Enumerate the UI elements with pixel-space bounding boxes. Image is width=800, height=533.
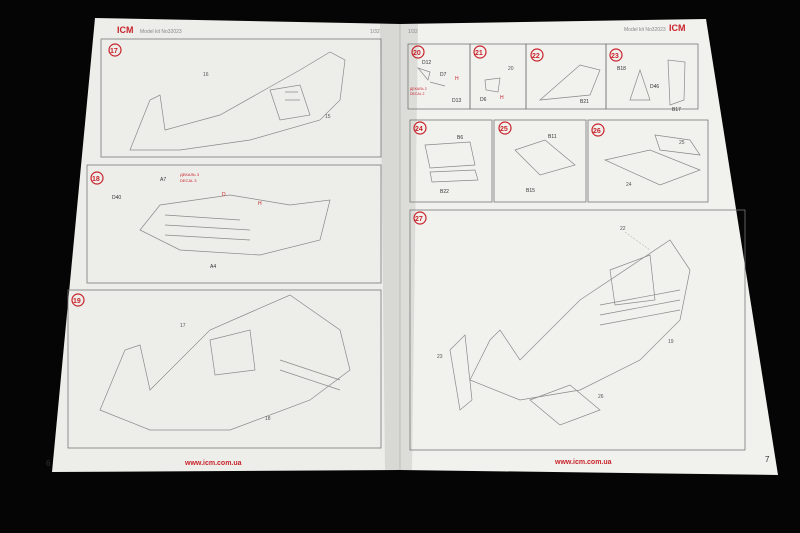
step-18-panel: 18 A7 ДЕКАЛЬ 3 DECAL 3 D40 A4 D H bbox=[86, 164, 382, 284]
callout-26: 26 bbox=[598, 394, 604, 400]
footer-url-left: www.icm.com.ua bbox=[184, 460, 242, 467]
step-number: 21 bbox=[475, 50, 483, 57]
part-label-a7: A7 bbox=[160, 177, 166, 183]
part-label-d13: D13 bbox=[452, 98, 461, 104]
aircraft-assembly-drawing bbox=[449, 239, 691, 426]
callout-24: 24 bbox=[626, 182, 632, 188]
step-number: 20 bbox=[413, 50, 421, 57]
part-label-b18: B18 bbox=[617, 66, 626, 72]
step-23-panel: 23 B18 D46 B17 bbox=[605, 43, 699, 113]
brand-logo: ICM bbox=[117, 25, 134, 35]
step-number: 27 bbox=[415, 216, 423, 223]
step-number: 26 bbox=[593, 128, 601, 135]
part-label-b15: B15 bbox=[526, 188, 535, 194]
step-24-panel: 24 B6 B22 bbox=[409, 119, 493, 203]
scale-label: 1/32 bbox=[370, 29, 380, 35]
step-26-panel: 26 25 24 bbox=[587, 119, 709, 203]
step-number: 24 bbox=[415, 126, 423, 133]
callout-25: 25 bbox=[679, 140, 685, 146]
part-label-d46: D46 bbox=[650, 84, 659, 90]
footer-url-right: www.icm.com.ua bbox=[554, 459, 612, 466]
step-number: 25 bbox=[500, 126, 508, 133]
model-kit-label: Model kit No32023 bbox=[624, 27, 666, 33]
right-page: 1/32 Model kit No32023 ICM 20 D12 D7 D13… bbox=[400, 19, 778, 475]
marker-d: D bbox=[222, 192, 226, 198]
scale-label: 1/32 bbox=[408, 29, 418, 35]
marker-h: H bbox=[258, 201, 262, 207]
step-number: 17 bbox=[110, 48, 118, 55]
callout-23: 23 bbox=[437, 354, 443, 360]
part-label-b17: B17 bbox=[672, 107, 681, 113]
part-label-a4: A4 bbox=[210, 264, 216, 270]
decal-note-ru: ДЕКАЛЬ 3 bbox=[180, 172, 200, 177]
step-number: 18 bbox=[92, 176, 100, 183]
part-label-d12: D12 bbox=[422, 60, 431, 66]
page-number-right: 7 bbox=[765, 455, 770, 464]
part-label-b6: B6 bbox=[457, 135, 463, 141]
part-label-d7: D7 bbox=[440, 72, 447, 78]
step-27-panel: 27 22 23 19 26 bbox=[409, 209, 746, 451]
step-number: 19 bbox=[73, 298, 81, 305]
decal-note-ru: ДЕКАЛЬ 2 bbox=[410, 87, 427, 91]
callout-19: 19 bbox=[668, 339, 674, 345]
step-17-panel: 17 16 15 bbox=[100, 38, 382, 158]
step-25-panel: 25 B11 B15 bbox=[493, 119, 587, 203]
decal-note-en: DECAL 2 bbox=[410, 92, 425, 96]
part-label-d6: D6 bbox=[480, 97, 487, 103]
step-number: 23 bbox=[611, 53, 619, 60]
marker-h: H bbox=[500, 95, 504, 101]
callout-22: 22 bbox=[620, 226, 626, 232]
fuselage-assembly-drawing bbox=[99, 294, 351, 431]
part-label-b21: B21 bbox=[580, 99, 589, 105]
decal-note-en: DECAL 3 bbox=[180, 178, 197, 183]
callout-20: 20 bbox=[508, 66, 514, 72]
fuselage-side-drawing bbox=[139, 194, 331, 256]
part-label-b11: B11 bbox=[548, 134, 557, 140]
left-page: ICM Model kit No32023 1/32 17 16 15 18 bbox=[46, 18, 400, 472]
callout-17: 17 bbox=[180, 323, 186, 329]
step-22-panel: 22 B21 bbox=[525, 43, 607, 110]
step-number: 22 bbox=[532, 53, 540, 60]
part-label-b22: B22 bbox=[440, 189, 449, 195]
fuselage-drawing bbox=[129, 51, 346, 151]
callout-16: 16 bbox=[203, 72, 209, 78]
model-kit-label: Model kit No32023 bbox=[140, 29, 182, 35]
step-19-panel: 19 17 18 bbox=[67, 289, 382, 449]
callout-18: 18 bbox=[265, 416, 271, 422]
brand-logo: ICM bbox=[669, 23, 686, 33]
part-label-d40: D40 bbox=[112, 195, 121, 201]
callout-15: 15 bbox=[325, 114, 331, 120]
marker-h: H bbox=[455, 76, 459, 82]
page-number-left: 6 bbox=[46, 459, 51, 468]
